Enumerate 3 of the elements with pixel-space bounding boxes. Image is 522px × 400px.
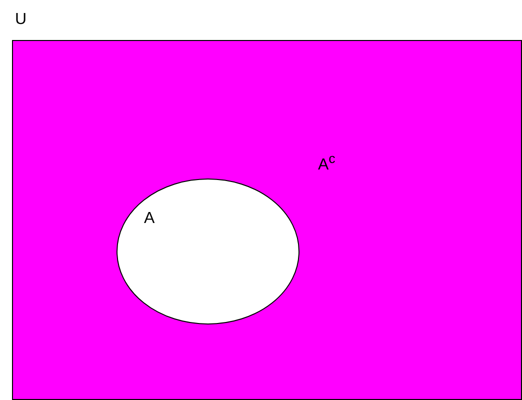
complement-label: A$^{c}$ <box>318 150 336 174</box>
set-label: A <box>144 210 155 228</box>
set-label: U <box>15 11 27 29</box>
